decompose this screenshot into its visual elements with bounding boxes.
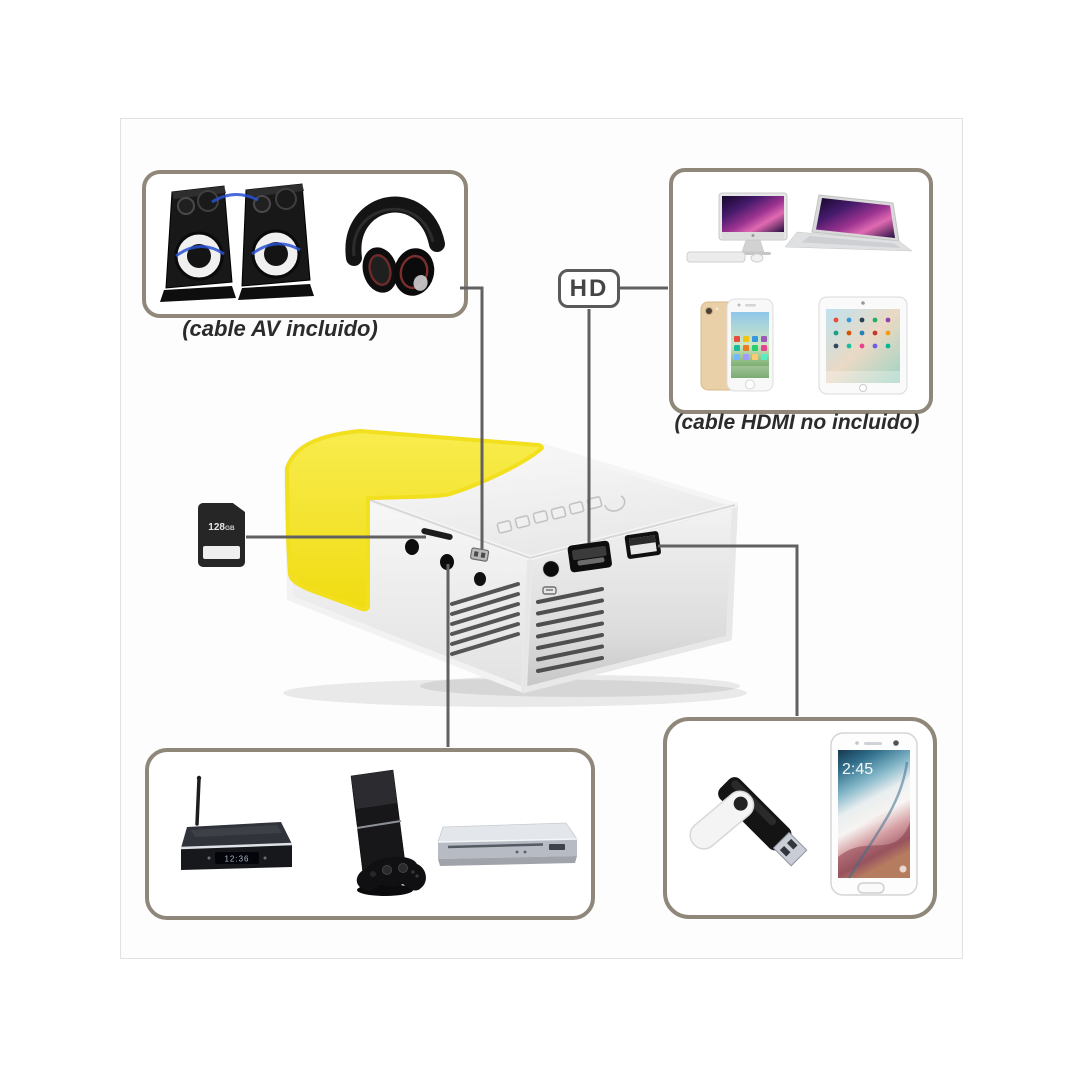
- power-port: [405, 539, 419, 555]
- speaker-icon: [238, 183, 314, 300]
- media-devices: 2:45: [689, 732, 918, 896]
- usb-symbol-icon: [542, 586, 557, 595]
- control-buttons-icon: [496, 495, 626, 534]
- sources-callout-box: 12:36: [145, 748, 595, 920]
- usb-port: [624, 531, 661, 559]
- smartphone-icon: 2:45: [830, 732, 918, 896]
- av-devices: [160, 183, 445, 302]
- macbook-icon: [784, 194, 913, 252]
- tf-card-slot: [421, 528, 453, 540]
- front-corner-crease: [523, 557, 531, 691]
- audio-jack: [543, 561, 559, 577]
- av-port: [440, 554, 454, 570]
- sd-card-label: 128GB: [208, 522, 235, 533]
- av-connector-icon: [469, 547, 490, 562]
- vent-grille-left: [450, 582, 520, 656]
- media-callout-box: 2:45: [663, 717, 937, 919]
- tv-box-display: 12:36: [224, 855, 249, 864]
- ir-port: [474, 572, 486, 586]
- ipad-icon: [818, 296, 908, 395]
- hdmi-port: [567, 540, 612, 573]
- hd-badge: HD: [558, 269, 620, 308]
- source-devices: 12:36: [180, 769, 578, 896]
- hdmi-caption: (cable HDMI no incluido): [674, 411, 920, 434]
- gamepad-icon: [356, 856, 426, 891]
- hd-badge-label: HD: [569, 274, 609, 302]
- hdmi-callout-box: [669, 168, 933, 414]
- hdmi-devices: [686, 192, 913, 395]
- blue-accent-waves: [175, 193, 301, 258]
- speaker-icon: [160, 185, 236, 302]
- sd-card-sticker: [203, 546, 240, 559]
- sd-card-icon: 128GB: [198, 503, 245, 567]
- projector-image: [283, 428, 747, 707]
- av-callout-box: [142, 170, 468, 318]
- tv-box-icon: 12:36: [180, 775, 293, 870]
- dvd-player-icon: [437, 822, 578, 866]
- av-caption: (cable AV incluido): [182, 316, 378, 341]
- headphones-icon: [345, 196, 445, 296]
- imac-icon: [686, 192, 788, 263]
- usb-flash-drive-icon: [689, 777, 808, 867]
- vent-grille-right: [536, 587, 604, 673]
- wallpaper-swoosh: [838, 772, 910, 878]
- iphone-icon: [700, 298, 774, 392]
- phone-clock: 2:45: [842, 761, 873, 778]
- audio-jack-ring: [541, 559, 561, 579]
